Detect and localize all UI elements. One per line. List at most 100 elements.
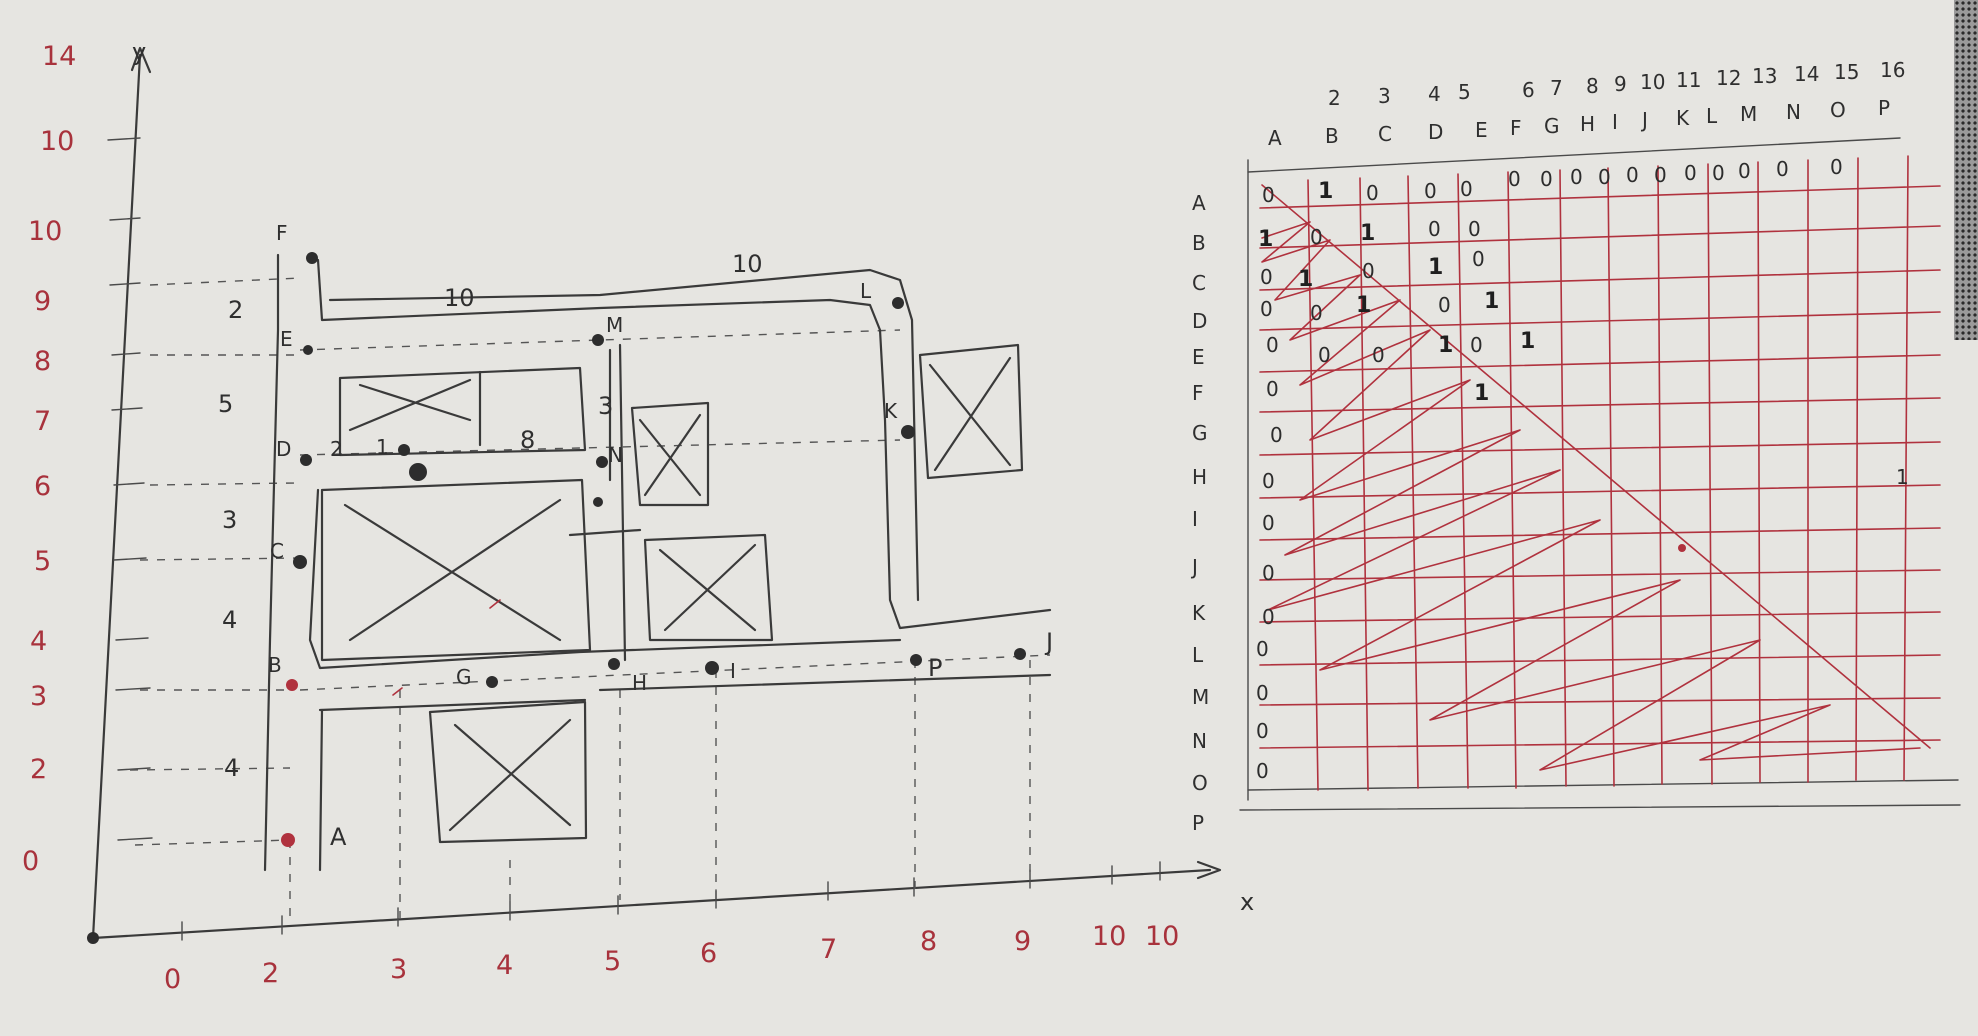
col-number: 7 [1550,76,1563,100]
row-letter: O [1192,771,1208,795]
col-letter: K [1676,106,1690,130]
cell: 0 [1776,157,1789,181]
node-m [592,334,604,346]
y-tick-label: 10 [40,126,74,157]
col-letter: L [1706,104,1718,128]
matrix-row-d: 0 0 1 0 1 [1260,289,1499,325]
node-label-2: 2 [330,437,343,461]
col-letter: F [1510,116,1522,140]
node-2 [409,463,427,481]
x-tick-label: 9 [1014,926,1031,957]
node-n-lower [593,497,603,507]
node-j [1014,648,1026,660]
col-letter: C [1378,122,1392,146]
node-g [486,676,498,688]
col-letter: E [1475,118,1488,142]
cell: 0 [1508,167,1521,191]
col-letter: J [1640,108,1648,132]
adjacency-matrix: 2 3 4 5 6 7 8 9 10 11 12 13 14 15 16 A B… [1190,58,1961,835]
node-k [901,425,915,439]
edge-weight: 3 [598,392,613,420]
lower-triangle-hatching [1261,221,1921,771]
cell: 1 [1438,333,1453,358]
upper-triangle-value: 1 [1896,465,1909,489]
cell: 1 [1318,179,1333,204]
cell: 1 [1360,221,1375,246]
matrix-row-c: 0 1 0 1 0 [1260,247,1485,292]
row-letter: G [1192,421,1208,445]
node-label-1: 1 [376,435,389,459]
cell: 0 [1468,217,1481,241]
node-1 [398,444,410,456]
x-tick-label: 0 [164,964,181,995]
row-letter: M [1192,685,1209,709]
cell: 0 [1310,225,1323,249]
node-label-h: H [632,671,647,695]
edge-weight-group: 2 5 3 4 4 10 10 3 8 [218,250,763,782]
cell: 0 [1256,681,1269,705]
x-axis-arrow [1196,860,1222,880]
col-number: 8 [1586,74,1599,98]
node-l [892,297,904,309]
x-tick-label: 10 [1145,921,1179,952]
cell: 0 [1318,343,1331,367]
cell: 0 [1830,155,1843,179]
cell: 0 [1470,333,1483,357]
x-tick-label: 2 [262,958,279,989]
y-tick-label: 8 [34,346,51,377]
x-tick-label: 7 [820,934,837,965]
col-letter: A [1268,126,1282,150]
row-letter: I [1192,507,1198,531]
node-label-j: J [1044,628,1053,656]
cell: 0 [1270,423,1283,447]
y-tick-label: 7 [34,406,51,437]
cell: 0 [1460,177,1473,201]
node-label-c: C [270,539,284,563]
y-tick-label: 14 [42,41,76,72]
y-tick-label: 5 [34,546,51,577]
col-letter: H [1580,112,1595,136]
cell: 0 [1472,247,1485,271]
cell: 0 [1362,259,1375,283]
y-tick-label: 0 [22,846,39,877]
origin-dot [87,932,99,944]
node-p [910,654,922,666]
y-tick-label: 3 [30,681,47,712]
col-number: 3 [1378,84,1391,108]
cell: 0 [1438,293,1451,317]
node-label-i: I [730,659,736,683]
y-tick-label: 6 [34,471,51,502]
node-label-a: A [330,823,347,851]
cell: 0 [1262,605,1275,629]
edge-weight: 3 [222,506,237,534]
cell: 1 [1428,255,1443,280]
graph-nodes [281,252,1026,847]
column-letter-labels: A B C D E F G H I J K L M N O P [1268,96,1890,150]
cell: 0 [1262,183,1275,207]
x-tick-label: 5 [604,946,621,977]
road-outlines [263,253,1052,872]
y-tick-label: 10 [28,216,62,247]
row-letter: L [1192,643,1204,667]
col-letter: M [1740,102,1757,126]
x-axis [91,868,1212,940]
node-a [281,833,295,847]
cell: 0 [1366,181,1379,205]
x-tick-labels: 0 2 3 4 5 6 7 8 9 10 10 [164,921,1179,995]
cell: 0 [1256,637,1269,661]
edge-weight: 10 [732,250,763,278]
row-letter: C [1192,271,1206,295]
x-tick-label: 4 [496,950,513,981]
node-label-d: D [276,437,291,461]
row-letter-labels: A B C D E F G H I J K L M N O P [1190,191,1209,835]
x-axis-title: x [1240,888,1254,916]
x-tick-label: 10 [1092,921,1126,952]
y-tick-label: 9 [34,286,51,317]
cell: 0 [1626,163,1639,187]
cell: 0 [1424,179,1437,203]
col-number: 5 [1458,80,1471,104]
node-h [608,658,620,670]
cell: 0 [1310,301,1323,325]
cell: 0 [1260,297,1273,321]
